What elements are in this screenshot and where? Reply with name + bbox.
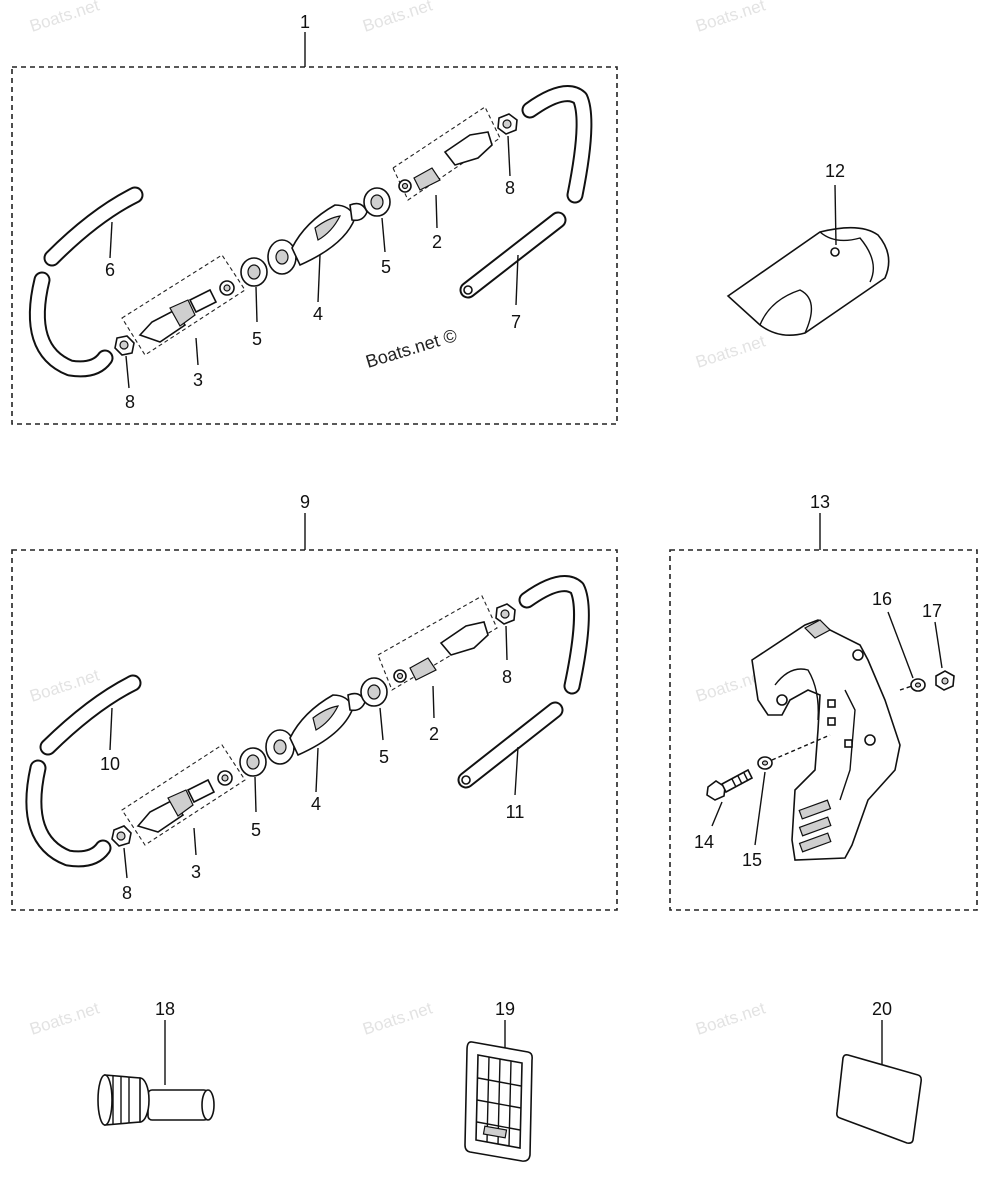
nut-8-left bbox=[114, 335, 135, 356]
fitting-2 bbox=[398, 131, 493, 193]
nut-5-left bbox=[240, 257, 268, 287]
hose-7 bbox=[459, 85, 593, 299]
sub-assy-3-box bbox=[121, 744, 246, 846]
fitting-3 bbox=[136, 770, 233, 833]
kit-13-dashed-box bbox=[669, 549, 978, 911]
callout-3: 3 bbox=[193, 370, 203, 390]
callout-12: 12 bbox=[825, 161, 845, 181]
hose-10 bbox=[25, 674, 142, 868]
callout-8: 8 bbox=[122, 883, 132, 903]
watermark-text: Boats.net bbox=[693, 331, 767, 371]
watermark-text: Boats.net bbox=[27, 0, 101, 36]
callout-4: 4 bbox=[311, 794, 321, 814]
watermark-text: Boats.net bbox=[693, 998, 767, 1038]
kit-13-group: 13 14 15 bbox=[669, 492, 978, 911]
nut-5-right bbox=[363, 187, 391, 217]
callout-8: 8 bbox=[502, 667, 512, 687]
callout-7: 7 bbox=[511, 312, 521, 332]
nut-8-right bbox=[495, 603, 516, 625]
pouch-12 bbox=[726, 226, 890, 336]
hose-6 bbox=[28, 186, 144, 378]
sub-assy-3-box bbox=[121, 254, 246, 356]
watermark-text: Boats.net bbox=[360, 998, 434, 1038]
watermark-text: Boats.net bbox=[693, 0, 767, 36]
callout-5: 5 bbox=[379, 747, 389, 767]
hose-11 bbox=[457, 575, 590, 789]
kit-9-dashed-box bbox=[11, 549, 618, 911]
callout-14: 14 bbox=[694, 832, 714, 852]
callout-17: 17 bbox=[922, 601, 942, 621]
watermark-text: Boats.net bbox=[27, 998, 101, 1038]
callout-9: 9 bbox=[300, 492, 310, 512]
watermarks: Boats.net Boats.net Boats.net Boats.net … bbox=[27, 0, 767, 1039]
callout-2: 2 bbox=[432, 232, 442, 252]
nut-5-right bbox=[360, 677, 388, 707]
callout-19: 19 bbox=[495, 999, 515, 1019]
callout-5: 5 bbox=[381, 257, 391, 277]
nut-17 bbox=[935, 670, 955, 691]
callout-11: 11 bbox=[506, 802, 525, 822]
callout-18: 18 bbox=[155, 999, 175, 1019]
callout-16: 16 bbox=[872, 589, 892, 609]
callout-13: 13 bbox=[810, 492, 830, 512]
bracket bbox=[751, 619, 901, 861]
callout-6: 6 bbox=[105, 260, 115, 280]
callout-4: 4 bbox=[313, 304, 323, 324]
sub-assy-2-box bbox=[377, 595, 498, 691]
washer-15 bbox=[757, 756, 773, 770]
watermark-text: Boats.net © bbox=[363, 325, 459, 372]
kit-1-dashed-box bbox=[11, 66, 618, 425]
callout-1: 1 bbox=[300, 12, 310, 32]
fitting-3 bbox=[138, 280, 235, 343]
callout-20: 20 bbox=[872, 999, 892, 1019]
callout-2: 2 bbox=[429, 724, 439, 744]
card-20 bbox=[836, 1054, 922, 1144]
screen-19 bbox=[464, 1041, 533, 1162]
fitting-18 bbox=[97, 1074, 215, 1126]
callout-15: 15 bbox=[742, 850, 762, 870]
kit-9-group: 9 10 8 3 bbox=[11, 492, 618, 911]
callout-5: 5 bbox=[252, 329, 262, 349]
kit-1-group: 1 6 8 3 bbox=[11, 12, 618, 425]
watermark-text: Boats.net bbox=[360, 0, 434, 36]
callout-10: 10 bbox=[100, 754, 120, 774]
primer-bulb-4 bbox=[265, 692, 366, 765]
washer-16 bbox=[910, 678, 926, 692]
callout-3: 3 bbox=[191, 862, 201, 882]
callout-8: 8 bbox=[125, 392, 135, 412]
callout-8: 8 bbox=[505, 178, 515, 198]
primer-bulb-4 bbox=[267, 202, 368, 275]
nut-8-left bbox=[111, 825, 132, 847]
fitting-2 bbox=[393, 621, 489, 683]
callout-5: 5 bbox=[251, 820, 261, 840]
bolt-14 bbox=[706, 768, 754, 801]
nut-5-left bbox=[239, 747, 267, 777]
nut-8-right bbox=[497, 113, 518, 135]
